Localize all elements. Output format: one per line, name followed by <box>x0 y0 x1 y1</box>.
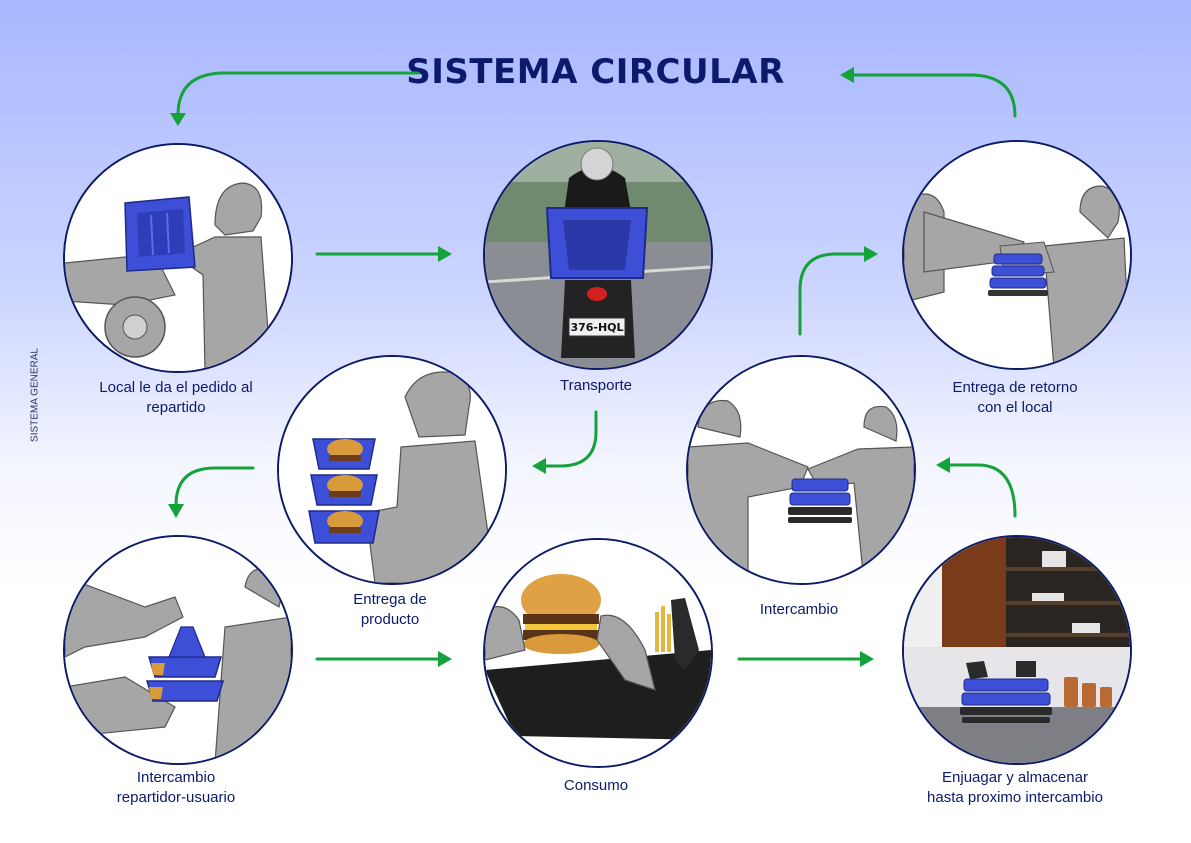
kitchen-storage-photo <box>904 537 1130 763</box>
arrow-intercambio-to-retorno <box>798 246 878 336</box>
step-circle-intercambio-ru <box>63 535 293 765</box>
caption-line: Entrega de <box>353 591 427 608</box>
arrow-consumo-to-enjuagar <box>737 651 874 667</box>
arrow-local-to-transporte <box>315 246 452 262</box>
arrow-transporte-to-entrega <box>532 410 598 474</box>
caption-intercambio-ru: Intercambio repartidor-usuario <box>56 768 296 808</box>
product-delivery-illustration <box>279 357 505 583</box>
page-title: SISTEMA CIRCULAR <box>406 52 785 92</box>
scooter-photo: 376-HQL <box>485 142 711 368</box>
caption-intercambio: Intercambio <box>679 600 919 620</box>
caption-line: Intercambio <box>759 601 839 618</box>
courier-user-exchange-illustration <box>65 537 291 763</box>
caption-line: repartidor-usuario <box>116 789 236 806</box>
exchange-illustration <box>688 357 914 583</box>
license-plate: 376-HQL <box>570 321 623 334</box>
caption-line: hasta proximo intercambio <box>927 789 1103 806</box>
caption-line: con el local <box>977 399 1053 416</box>
return-handoff-illustration <box>904 142 1130 368</box>
caption-line: Intercambio <box>136 769 216 786</box>
caption-entrega: Entrega de producto <box>270 590 510 630</box>
caption-line: Local le da el pedido al <box>99 379 253 396</box>
step-circle-intercambio <box>686 355 916 585</box>
step-circle-enjuagar <box>902 535 1132 765</box>
step-circle-consumo <box>483 538 713 768</box>
step-circle-retorno <box>902 140 1132 370</box>
side-label: SISTEMA GENERAL <box>29 348 41 442</box>
caption-line: Transporte <box>560 377 632 394</box>
caption-retorno: Entrega de retorno con el local <box>895 378 1135 418</box>
caption-line: Entrega de retorno <box>952 379 1078 396</box>
burger-consumption-illustration <box>485 540 711 766</box>
caption-line: Consumo <box>563 777 629 794</box>
arrow-entrega-to-intercambio-ru <box>168 466 255 518</box>
caption-enjuagar: Enjuagar y almacenar hasta proximo inter… <box>895 768 1135 808</box>
caption-local: Local le da el pedido al repartido <box>56 378 296 418</box>
arrow-enjuagar-to-intercambio <box>936 457 1017 518</box>
step-circle-entrega <box>277 355 507 585</box>
step-circle-transporte: 376-HQL <box>483 140 713 370</box>
courier-receiving-illustration <box>65 145 291 371</box>
caption-line: repartido <box>146 399 206 416</box>
caption-line: producto <box>360 611 420 628</box>
caption-line: Enjuagar y almacenar <box>942 769 1088 786</box>
step-circle-local <box>63 143 293 373</box>
arrow-intercambio-ru-to-consumo <box>315 651 452 667</box>
caption-consumo: Consumo <box>476 776 716 796</box>
caption-transporte: Transporte <box>476 376 716 396</box>
